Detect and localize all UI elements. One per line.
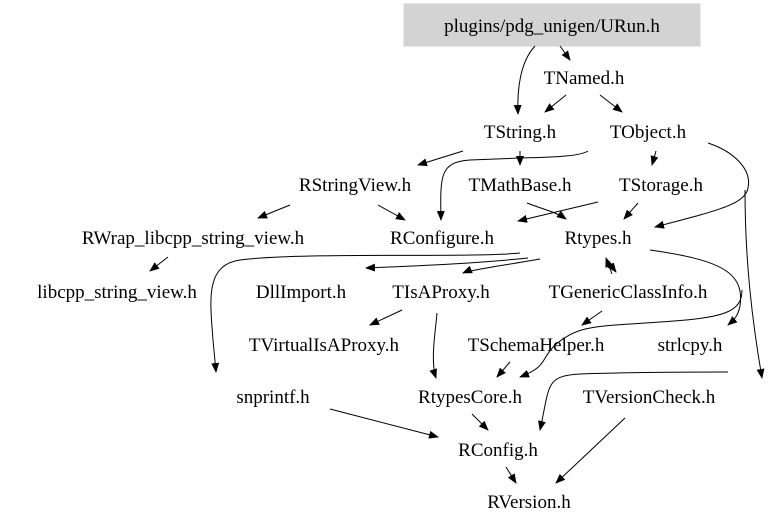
edge-tstorage-to-rtypes: [623, 202, 639, 220]
node-tnamed[interactable]: TNamed.h: [544, 68, 625, 89]
node-rwrap[interactable]: RWrap_libcpp_string_view.h: [82, 228, 305, 249]
edge-strlcpy-to-rconfig: [538, 371, 729, 431]
edges: [149, 45, 765, 484]
node-rconfigure[interactable]: RConfigure.h: [390, 228, 494, 249]
edge-urun-to-tstring: [513, 45, 536, 115]
node-tstorage[interactable]: TStorage.h: [619, 175, 703, 196]
edge-tgenericclassinfo-to-rtypes: [605, 257, 613, 275]
edge-tschemahelper-to-rtypescore: [496, 361, 511, 378]
node-tgenericclassinfo[interactable]: TGenericClassInfo.h: [549, 282, 708, 303]
edge-rtypescore-to-rconfig: [471, 413, 489, 431]
node-rtypes[interactable]: Rtypes.h: [564, 228, 632, 249]
edge-rwrap-to-libcpp: [149, 256, 169, 272]
node-tvirtualisaproxy[interactable]: TVirtualIsAProxy.h: [249, 335, 400, 356]
node-tisaproxy[interactable]: TIsAProxy.h: [392, 282, 490, 303]
edge-rconfig-to-rversion: [505, 466, 517, 484]
edge-rtypes-to-tisaproxy: [462, 258, 541, 274]
edge-rstringview-to-rconfigure: [377, 204, 406, 221]
edge-tisaproxy-to-tvirtualisaproxy: [369, 309, 403, 326]
edge-rstringview-to-rwrap: [257, 204, 291, 219]
edge-tobject-to-tversioncheck: [744, 189, 765, 379]
node-urun[interactable]: plugins/pdg_unigen/URun.h: [444, 16, 660, 37]
node-tmathbase[interactable]: TMathBase.h: [469, 175, 572, 196]
edge-tversioncheck-to-rversion: [555, 417, 626, 484]
node-rstringview[interactable]: RStringView.h: [299, 175, 412, 196]
node-snprintf[interactable]: snprintf.h: [236, 387, 310, 408]
node-rconfig[interactable]: RConfig.h: [458, 440, 538, 461]
node-tschemahelper[interactable]: TSchemaHelper.h: [468, 335, 605, 356]
node-dllimport[interactable]: DllImport.h: [256, 282, 347, 303]
edge-tmathbase-to-rtypes: [526, 202, 567, 220]
edge-tstorage-to-rconfigure: [517, 201, 599, 223]
node-rtypescore[interactable]: RtypesCore.h: [418, 387, 522, 408]
edge-tobject-to-tstorage: [650, 150, 659, 166]
edge-tnamed-to-tstring: [544, 94, 567, 113]
nodes: plugins/pdg_unigen/URun.hTNamed.hTString…: [37, 16, 723, 513]
edge-rtypes-to-dllimport: [365, 257, 529, 272]
root-node-box: [403, 3, 701, 47]
edge-urun-to-tnamed: [559, 45, 571, 61]
node-rversion[interactable]: RVersion.h: [487, 492, 571, 513]
node-tobject[interactable]: TObject.h: [610, 122, 687, 143]
node-tstring[interactable]: TString.h: [484, 122, 557, 143]
edge-tstring-to-rstringview: [417, 150, 464, 167]
edge-snprintf-to-rconfig: [329, 408, 439, 439]
edge-tobject-to-rtypes: [654, 142, 750, 229]
edge-tobject-to-rconfigure: [436, 150, 589, 221]
node-tversioncheck[interactable]: TVersionCheck.h: [583, 387, 716, 408]
edge-tisaproxy-to-rtypescore: [429, 312, 438, 379]
edge-tgenericclassinfo-to-tschemahelper: [581, 310, 603, 326]
edge-tnamed-to-tobject: [599, 94, 623, 113]
node-libcpp[interactable]: libcpp_string_view.h: [37, 282, 197, 303]
node-strlcpy[interactable]: strlcpy.h: [658, 335, 723, 356]
edge-rtypes-to-snprintf: [210, 252, 521, 373]
edge-rtypes-to-rtypescore: [519, 289, 743, 378]
